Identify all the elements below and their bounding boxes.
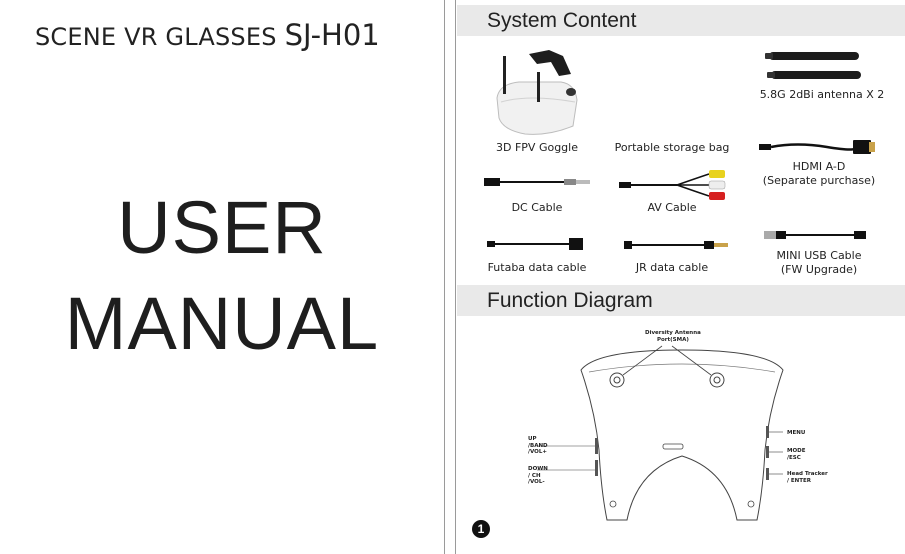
page-number-badge: 1 [472,520,490,538]
brand-line: SCENE VR GLASSES [35,23,277,51]
label-menu: MENU [787,430,806,436]
item-mini-usb: MINI USB Cable [776,249,862,262]
goggle-image [496,50,578,135]
hdmi-cable-image [759,140,875,154]
content-page: System Content 5.8G 2dBi antenna X 2 3D … [457,0,905,554]
item-hdmi-note: (Separate purchase) [762,174,876,187]
item-jr-cable: JR data cable [635,261,709,274]
goggle-function-diagram [537,345,784,521]
item-goggle: 3D FPV Goggle [496,141,578,154]
label-up-band-vol: UP /BAND /VOL+ [528,436,548,455]
item-antenna: 5.8G 2dBi antenna X 2 [759,88,885,101]
jr-cable-image [624,241,728,249]
page-spine [444,0,456,554]
item-futaba-cable: Futaba data cable [487,261,587,274]
title-manual: MANUAL [64,282,380,365]
mini-usb-cable-image [764,231,866,239]
av-cable-image [619,170,726,200]
item-dc-cable: DC Cable [511,201,563,214]
section-heading-function-diagram: Function Diagram [457,285,905,316]
model-number: SJ-H01 [284,18,380,52]
item-hdmi: HDMI A-D [792,160,846,173]
label-down-ch-vol: DOWN / CH /VOL- [528,466,548,485]
dc-cable-image [484,178,590,186]
section-heading-system-content: System Content [457,5,905,36]
label-mode-esc: MODE /ESC [787,448,806,461]
label-antenna-port: Diversity Antenna Port(SMA) [645,330,701,343]
item-storage-bag: Portable storage bag [614,141,730,154]
antenna-image [765,52,861,79]
item-mini-usb-note: (FW Upgrade) [780,263,858,276]
futaba-cable-image [487,238,583,250]
item-av-cable: AV Cable [647,201,697,214]
label-head-tracker: Head Tracker / ENTER [787,471,828,484]
title-user: USER [117,186,327,269]
